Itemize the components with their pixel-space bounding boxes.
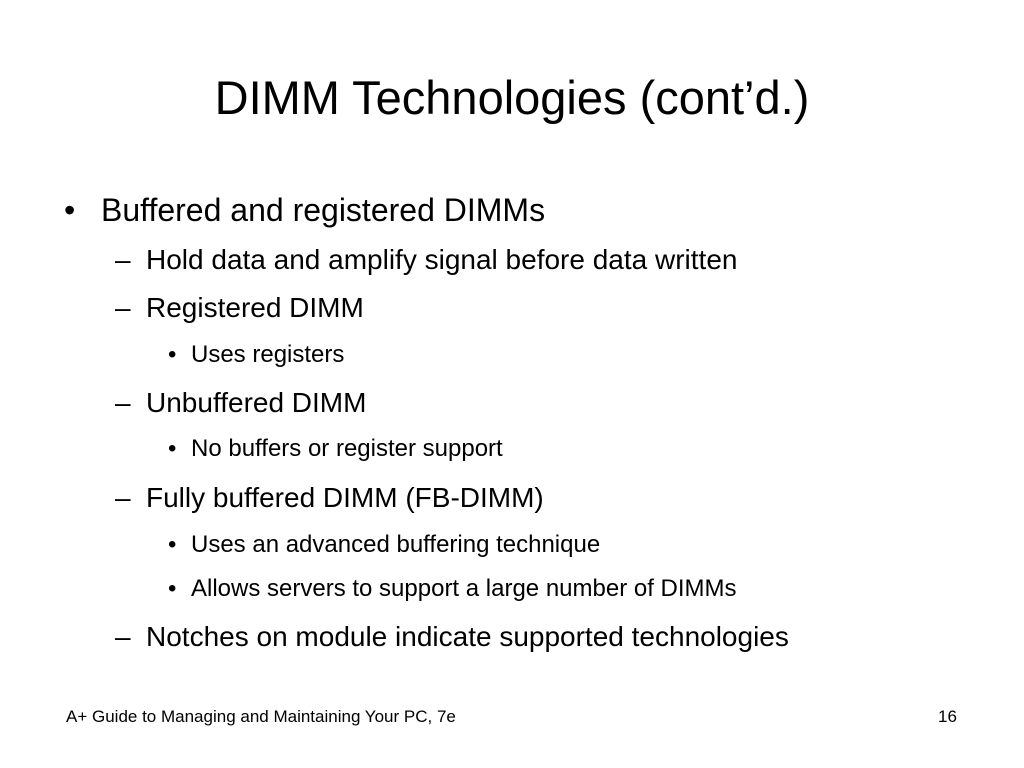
bullet-marker: • [168, 435, 177, 462]
sub-bullet-notches: Notches on module indicate supported tec… [146, 621, 789, 652]
dash-marker: – [115, 387, 131, 418]
bullet-marker: • [168, 575, 177, 602]
sub-bullet-unbuffered-dimm: Unbuffered DIMM [146, 387, 367, 418]
sub-bullet-fully-buffered-dimm: Fully buffered DIMM (FB-DIMM) [146, 482, 544, 513]
sub-bullet-hold-data: Hold data and amplify signal before data… [146, 244, 738, 275]
sub-sub-bullet-allows-servers: Allows servers to support a large number… [191, 575, 737, 602]
sub-sub-bullet-uses-registers: Uses registers [191, 341, 345, 368]
page-number: 16 [938, 707, 957, 726]
bullet-marker: • [168, 531, 177, 558]
dash-marker: – [115, 621, 131, 652]
sub-sub-bullet-no-buffers: No buffers or register support [191, 435, 503, 462]
bullet-marker: • [168, 341, 177, 368]
dash-marker: – [115, 292, 131, 323]
footer-book-title: A+ Guide to Managing and Maintaining You… [66, 707, 456, 726]
bullet-buffered-registered: Buffered and registered DIMMs [101, 192, 546, 228]
bullet-marker: • [64, 192, 76, 228]
sub-sub-bullet-advanced-buffering: Uses an advanced buffering technique [191, 531, 601, 558]
sub-bullet-registered-dimm: Registered DIMM [146, 292, 364, 323]
slide-title: DIMM Technologies (cont’d.) [214, 71, 810, 124]
dash-marker: – [115, 244, 131, 275]
dash-marker: – [115, 482, 131, 513]
